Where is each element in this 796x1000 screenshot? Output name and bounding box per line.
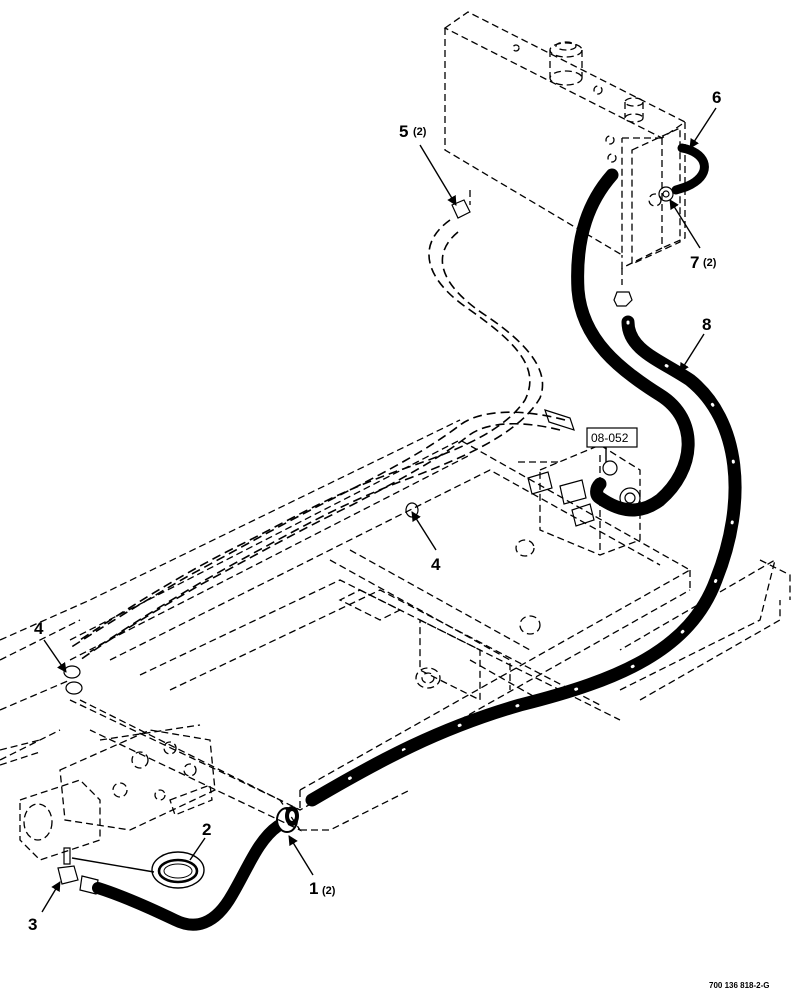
callout-6: 6 bbox=[689, 88, 721, 149]
reference-box-text: 08-052 bbox=[591, 431, 629, 445]
callout-5-qty: (2) bbox=[413, 126, 427, 138]
valve-block bbox=[518, 444, 641, 556]
reference-08-052: 08-052 bbox=[586, 427, 638, 462]
callout-2: 2 bbox=[189, 820, 211, 861]
drawing-number: 700 136 818-2-G bbox=[709, 981, 770, 990]
callout-8: 8 bbox=[679, 315, 711, 373]
callout-7-num: 7 bbox=[690, 253, 699, 272]
callout-6-num: 6 bbox=[712, 88, 721, 107]
callout-7-qty: (2) bbox=[703, 257, 717, 269]
callout-5: 5 (2) bbox=[399, 122, 457, 206]
callout-7: 7 (2) bbox=[669, 199, 717, 272]
hose-8 bbox=[305, 315, 742, 807]
callout-5-num: 5 bbox=[399, 122, 408, 141]
callout-1-num: 1 bbox=[309, 879, 318, 898]
callout-1: 1 (2) bbox=[288, 835, 336, 898]
hose-tank-to-valve bbox=[571, 168, 695, 517]
callout-3-num: 3 bbox=[28, 915, 37, 934]
case-drain-hoses bbox=[69, 219, 575, 661]
hose-1 bbox=[92, 806, 299, 931]
hydraulic-pump bbox=[0, 724, 216, 895]
hose-6 bbox=[671, 143, 709, 195]
callout-8-num: 8 bbox=[702, 315, 711, 334]
callout-4-left: 4 bbox=[34, 619, 67, 673]
callout-1-qty: (2) bbox=[322, 885, 336, 897]
o-ring-2 bbox=[157, 858, 199, 884]
callout-4-left-num: 4 bbox=[34, 619, 44, 638]
chassis-frame bbox=[0, 419, 791, 832]
callout-4-center-num: 4 bbox=[431, 555, 441, 574]
callout-2-num: 2 bbox=[202, 820, 211, 839]
hydraulic-tank bbox=[443, 11, 687, 307]
callout-4-center: 4 bbox=[411, 511, 441, 574]
callout-3: 3 bbox=[28, 881, 61, 934]
